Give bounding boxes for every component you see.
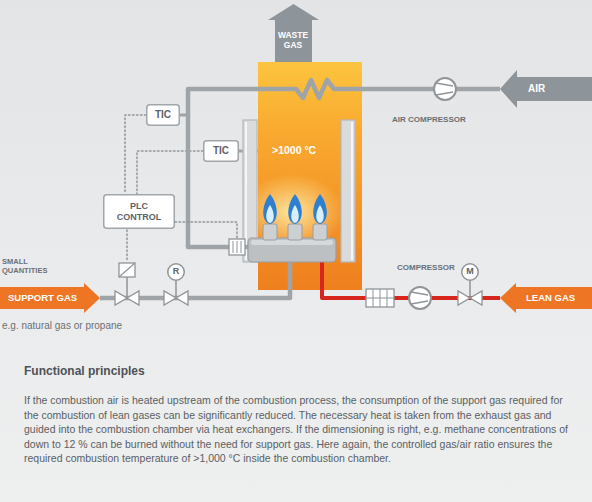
regulator-valve-symbol [176, 291, 188, 305]
air-damper [229, 239, 245, 255]
node-label: TIC [213, 145, 229, 157]
burner-flame [288, 194, 302, 224]
sensor-wire [180, 114, 188, 117]
burner-flame [313, 194, 327, 224]
section-heading: Functional principles [24, 364, 145, 378]
node-label: LEAN GAS [526, 292, 575, 303]
node-shape [500, 70, 592, 108]
box-outline [204, 141, 239, 162]
sensor-wire [239, 150, 258, 153]
valve-stem [126, 277, 128, 298]
support-gas-arrow: SUPPORT GAS [0, 283, 100, 313]
circle-outline [462, 264, 479, 281]
motor-valve-symbol [458, 291, 470, 305]
regulator-valve-symbol [164, 291, 176, 305]
flow-arrow-shape [500, 283, 592, 313]
note-label: e.g. natural gas or propane [2, 320, 122, 332]
flow-arrow-shape [500, 70, 592, 108]
box-outline [104, 195, 175, 229]
solenoid-actuator [119, 263, 135, 277]
support-gas-pipe [100, 290, 290, 298]
support-gas-pipe [288, 262, 293, 290]
node-label: SUPPORT GAS [8, 292, 77, 303]
gas-filter [366, 289, 394, 307]
control-signal-line [125, 115, 146, 194]
air-pipe [245, 245, 249, 250]
plc-control-box: PLC CONTROL [103, 194, 175, 229]
insulation-highlight [351, 122, 353, 260]
lean-gas-pipe [320, 262, 324, 290]
tic-controller-box: TIC [203, 140, 239, 162]
valve-stem [175, 281, 177, 298]
node-label: AIR [528, 83, 545, 95]
burner-manifold [248, 238, 336, 262]
gas-compressor-symbol [409, 287, 431, 309]
burner-nozzle [263, 224, 277, 240]
filter-grid [366, 289, 394, 307]
motor-valve-circle: M [461, 263, 479, 281]
note-label: SMALL QUANTITIES [2, 258, 47, 275]
node-label: TIC [155, 109, 171, 121]
flame-glow [240, 174, 344, 250]
burner-nozzle [313, 224, 327, 240]
flame-core [266, 205, 274, 223]
control-signal-line [137, 151, 203, 194]
compressor-mark [436, 83, 453, 95]
flow-arrow-shape [0, 283, 100, 313]
compressor-mark [411, 292, 428, 304]
solenoid-mark [119, 263, 135, 277]
node-label: R [173, 267, 180, 277]
valve-stem [469, 281, 471, 298]
motor-valve-symbol [470, 291, 482, 305]
lean-gas-arrow: LEAN GAS [500, 283, 592, 313]
circle-outline [168, 264, 185, 281]
insulation-wall [243, 120, 257, 262]
lean-gas-pipe [322, 290, 500, 298]
air-inlet-arrow: AIR [500, 70, 592, 108]
box-outline [147, 105, 180, 126]
node-shape [258, 62, 362, 290]
heat-exchanger-pipe [188, 80, 362, 247]
flow-arrow-shape [268, 4, 319, 62]
air-pipe [362, 87, 500, 92]
insulation-highlight [245, 122, 247, 260]
regulator-valve-circle: R [167, 263, 185, 281]
combustion-chamber: >1000 °C [258, 62, 362, 290]
component-label: COMPRESSOR [397, 263, 455, 272]
waste-gas-arrow: WASTE GAS [268, 4, 319, 62]
manifold-highlight [251, 240, 333, 245]
damper-slats [233, 241, 241, 253]
control-signal-line [175, 222, 237, 238]
node-label: M [466, 267, 474, 277]
control-signal-line [126, 230, 128, 262]
node-label: PLC CONTROL [117, 201, 161, 223]
solenoid-valve-symbol [127, 291, 139, 305]
description-paragraph: If the combustion air is heated upstream… [24, 393, 572, 466]
component-label: AIR COMPRESSOR [392, 115, 466, 124]
flame-core [291, 205, 299, 223]
air-compressor-symbol [434, 78, 456, 100]
flame-core [316, 205, 324, 223]
burner-flame [263, 194, 277, 224]
tic-controller-box: TIC [146, 104, 180, 126]
burner-nozzle [288, 224, 302, 240]
insulation-wall [341, 120, 355, 262]
chamber-fill [258, 62, 362, 290]
node-label: WASTE GAS [278, 31, 308, 51]
solenoid-valve-symbol [115, 291, 127, 305]
node-label: >1000 °C [272, 144, 316, 157]
